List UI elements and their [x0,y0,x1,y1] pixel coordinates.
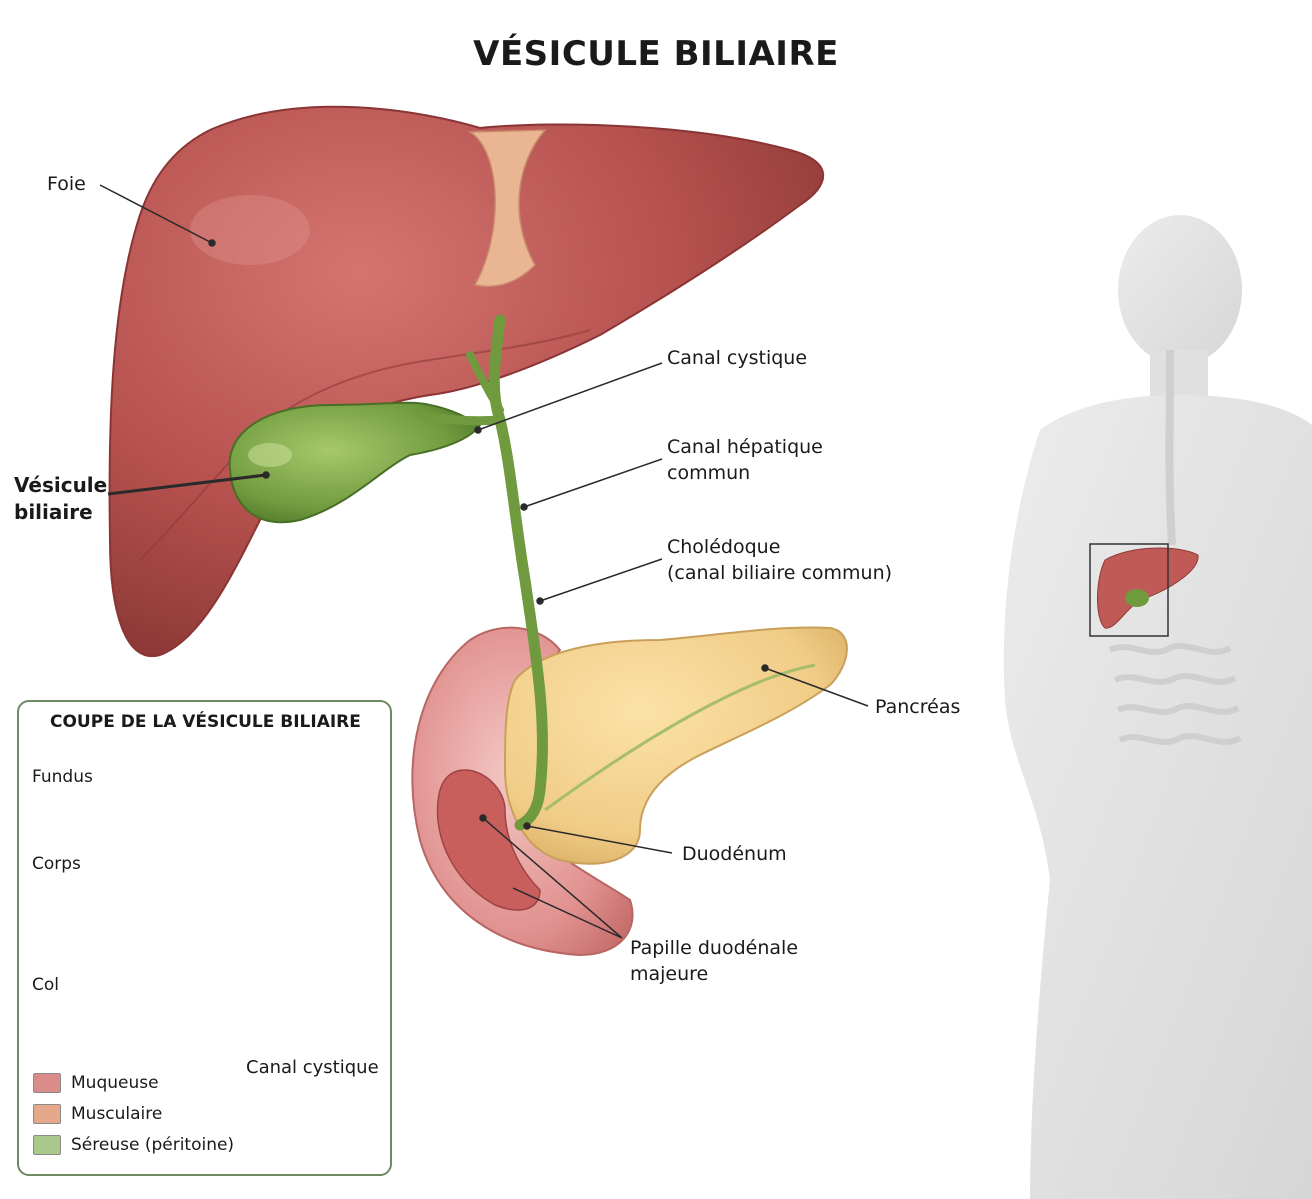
inset-title: COUPE DE LA VÉSICULE BILIAIRE [50,712,361,732]
leader-lines [99,184,869,939]
gallbladder [228,401,482,524]
label-canal-hepatique-line1: Canal hépatique [667,436,823,458]
inset-label-fundus: Fundus [32,767,93,787]
label-canal-hepatique-line2: commun [667,462,751,484]
label-choledoque-line2: (canal biliaire commun) [667,562,893,584]
legend-label-muqueuse: Muqueuse [71,1073,159,1093]
label-canal-cystique: Canal cystique [667,347,808,369]
mini-liver [1097,547,1199,629]
label-pancreas: Pancréas [875,696,961,718]
legend-label-sereuse: Séreuse (péritoine) [71,1135,235,1155]
label-vesicule-line2: biliaire [14,500,93,524]
label-vesicule-line1: Vésicule [14,473,108,497]
body-silhouette [1003,215,1312,1199]
duodenum [411,626,634,957]
inset-label-canal-cystique: Canal cystique [246,1057,379,1078]
inset-label-col: Col [32,975,59,995]
zoom-box [1089,543,1169,637]
bile-ducts [415,314,548,831]
mini-intestines [1108,643,1242,745]
inset-label-corps: Corps [32,854,81,874]
label-duodenum: Duodénum [682,843,787,865]
label-papille-line1: Papille duodénale [630,937,799,959]
label-foie: Foie [47,173,86,195]
liver [108,105,825,658]
diagram-title: VÉSICULE BILIAIRE [473,34,839,74]
inset-panel [17,700,392,1176]
legend-label-musculaire: Musculaire [71,1104,163,1124]
label-papille-line2: majeure [630,963,709,985]
legend-swatch-sereuse [33,1135,61,1155]
legend-swatch-musculaire [33,1104,61,1124]
legend-item-muqueuse: Muqueuse [33,1072,159,1094]
legend-item-sereuse: Séreuse (péritoine) [33,1134,234,1156]
label-choledoque-line1: Cholédoque [667,536,781,558]
legend-swatch-muqueuse [33,1073,61,1093]
legend-item-musculaire: Musculaire [33,1103,162,1125]
pancreas [503,626,848,865]
